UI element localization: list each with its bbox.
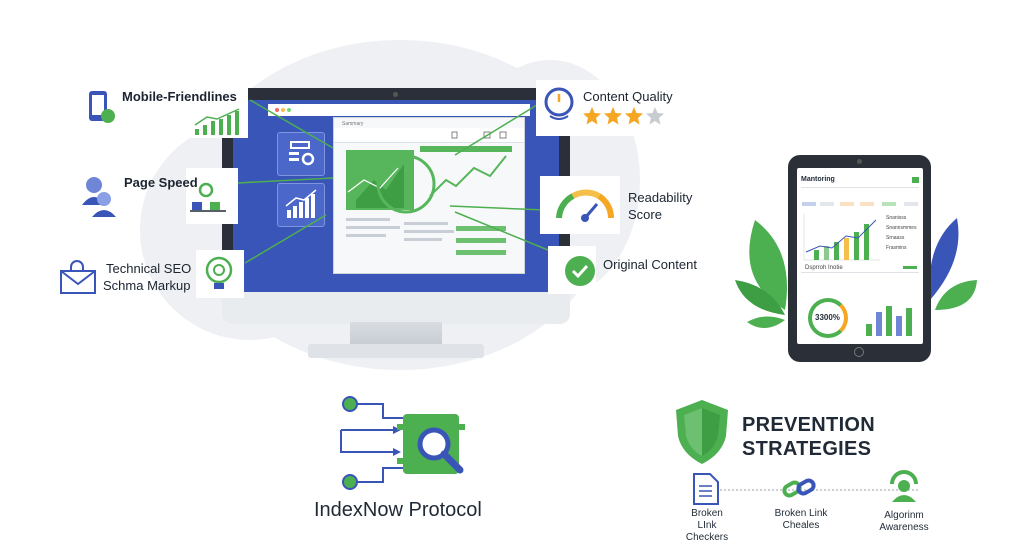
readability-label-line1: Readability bbox=[628, 190, 693, 205]
tablet-gauge bbox=[808, 298, 848, 338]
bar-chart-icon bbox=[285, 189, 317, 218]
browser-content bbox=[346, 131, 512, 255]
tech-seo-label-line1: Technical SEO bbox=[106, 261, 192, 276]
document-icon bbox=[693, 473, 719, 505]
window-dot bbox=[281, 108, 285, 112]
prevention-item-line: Broken Link bbox=[774, 508, 828, 519]
speed-gear-icon bbox=[190, 182, 226, 212]
mobile-label: Mobile-Friendlines bbox=[122, 89, 237, 104]
tablet-filter-chip[interactable] bbox=[820, 202, 834, 206]
link-icon bbox=[782, 478, 816, 498]
indexnow-label: IndexNow Protocol bbox=[314, 499, 482, 521]
monitor-chin bbox=[222, 292, 570, 324]
star-icon bbox=[583, 107, 601, 125]
prevention-item-line: Cheales bbox=[782, 520, 820, 531]
page-speed-card bbox=[186, 168, 238, 224]
shield-icon bbox=[676, 400, 728, 464]
browser-tab[interactable]: Sammary bbox=[342, 121, 364, 127]
mobile-icon bbox=[89, 91, 115, 123]
tablet-camera bbox=[857, 159, 862, 164]
monitor-stand bbox=[350, 322, 442, 346]
prevention-item-line: Awareness bbox=[879, 522, 929, 533]
prevention-item-label: Broken Link Cheales bbox=[766, 508, 836, 532]
tablet-side-line: Snannsmmes bbox=[886, 225, 917, 231]
tablet-bar-chart bbox=[866, 306, 912, 336]
tablet-filter-chip[interactable] bbox=[840, 202, 854, 206]
tablet-divider bbox=[801, 187, 919, 188]
monitor-camera bbox=[393, 92, 398, 97]
tablet-filter-chip[interactable] bbox=[802, 202, 816, 206]
prevention-title-line1: PREVENTION bbox=[742, 414, 876, 436]
dashboard-topbar bbox=[268, 104, 530, 116]
tablet-side-line: Snanisss bbox=[886, 215, 907, 221]
tablet-row-badge bbox=[903, 266, 917, 269]
readability-label-line2: Score bbox=[628, 207, 662, 222]
prevention-item-line: Algorinm bbox=[884, 510, 924, 521]
email-lock-icon bbox=[60, 260, 96, 294]
magnifier-icon bbox=[417, 427, 464, 474]
tablet-side-line: Frasmins bbox=[886, 245, 907, 251]
tablet-title: Mantoring bbox=[801, 176, 835, 183]
window-dot bbox=[287, 108, 291, 112]
prevention-item-line: Checkers bbox=[685, 532, 729, 543]
original-content-label: Original Content bbox=[603, 257, 697, 272]
browser-window: Sammary bbox=[333, 117, 525, 274]
star-icon bbox=[646, 107, 664, 125]
star-rating bbox=[583, 107, 664, 125]
monitor-base bbox=[308, 344, 484, 358]
tablet-row-label: Dsprroh Inotie bbox=[805, 265, 843, 271]
page-speed-label: Page Speed bbox=[124, 175, 198, 190]
awareness-icon bbox=[890, 470, 918, 502]
window-dot bbox=[275, 108, 279, 112]
lightbulb-icon bbox=[205, 256, 233, 289]
prevention-item-label: Broken LInk Checkers bbox=[672, 508, 742, 544]
content-quality-label: Content Quality bbox=[583, 89, 673, 104]
star-icon bbox=[625, 107, 643, 125]
prevention-item-line: LInk bbox=[697, 520, 717, 531]
prevention-title-line2: STRATEGIES bbox=[742, 438, 872, 460]
tech-seo-label-line2: Schma Markup bbox=[103, 278, 191, 293]
mobile-growth-icon bbox=[194, 108, 240, 135]
dotted-connector bbox=[720, 489, 920, 491]
tablet-divider bbox=[801, 272, 919, 273]
settings-grid-icon bbox=[289, 141, 315, 166]
check-circle-icon bbox=[565, 256, 595, 286]
tablet-menu-icon[interactable] bbox=[912, 177, 919, 183]
browser-toolbar bbox=[334, 128, 524, 143]
tablet-filter-chip[interactable] bbox=[882, 202, 896, 206]
tablet-gauge-value: 3300% bbox=[815, 313, 840, 322]
tablet-side-line: Srnaass bbox=[886, 235, 905, 241]
clock-icon bbox=[544, 87, 574, 120]
star-icon bbox=[604, 107, 622, 125]
people-icon bbox=[82, 177, 116, 217]
tablet-filter-chip[interactable] bbox=[860, 202, 874, 206]
tablet-home-button[interactable] bbox=[854, 347, 864, 357]
tablet-chart bbox=[803, 214, 880, 261]
leaves-illustration bbox=[735, 218, 977, 329]
prevention-item-label: Algorinm Awareness bbox=[868, 510, 940, 534]
tablet-filter-chip[interactable] bbox=[904, 202, 918, 206]
prevention-item-line: Broken bbox=[691, 508, 723, 519]
gauge-icon bbox=[556, 189, 615, 222]
